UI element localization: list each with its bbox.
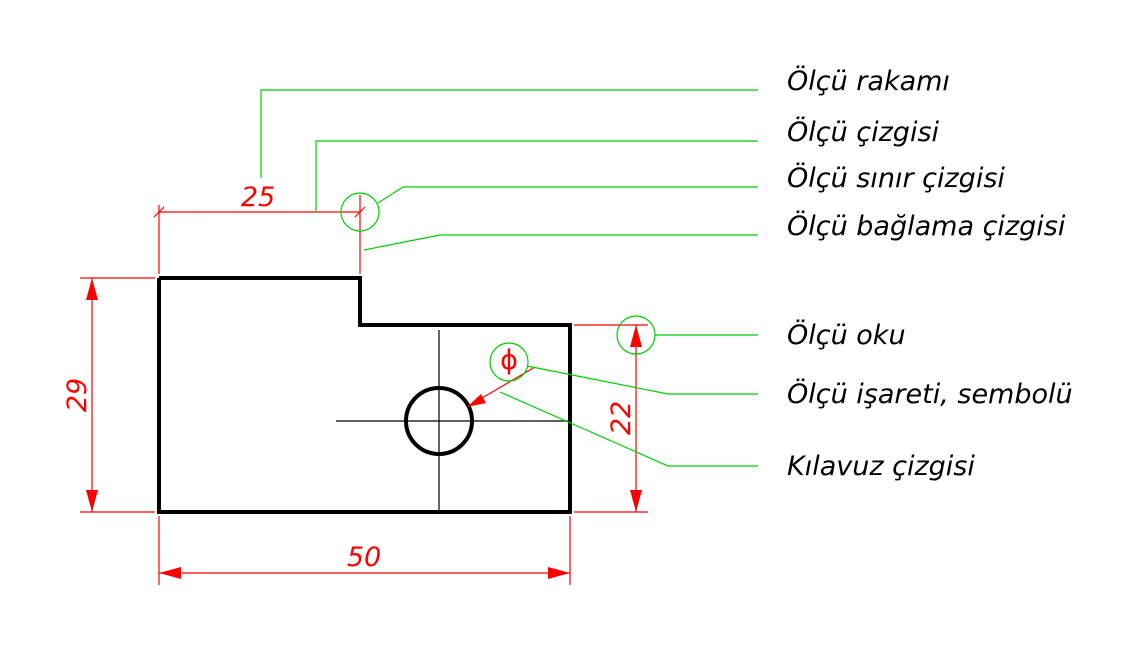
label-olcu-oku: Ölçü oku (787, 319, 906, 351)
label-olcu-isareti-sembolu: Ölçü işareti, sembolü (787, 378, 1073, 410)
dimension-value-29: 29 (62, 378, 93, 412)
tick-25-right (354, 206, 366, 218)
arrow-50-right (548, 567, 570, 579)
callout-line-kilavuz (499, 391, 758, 467)
label-olcu-baglama-cizgisi: Ölçü bağlama çizgisi (787, 210, 1066, 242)
dimension-value-22: 22 (606, 401, 637, 435)
label-kilavuz-cizgisi: Kılavuz çizgisi (787, 451, 975, 482)
highlight-circle-extension-end (340, 192, 380, 232)
tick-25-left (153, 206, 165, 218)
arrow-29-bottom (86, 490, 98, 512)
part-outline (157, 276, 572, 514)
dimension-value-50: 50 (347, 542, 381, 573)
arrow-29-top (86, 278, 98, 300)
callout-line-olcu-isareti (526, 365, 758, 395)
highlight-circle-symbol (489, 342, 529, 382)
label-olcu-rakami: Ölçü rakamı (787, 65, 950, 97)
label-olcu-cizgisi: Ölçü çizgisi (787, 116, 940, 148)
dimension-value-25: 25 (241, 182, 275, 213)
arrow-50-left (159, 567, 181, 579)
callout-line-olcu-cizgisi (315, 140, 758, 212)
callout-line-olcu-sinir-cizgisi (377, 186, 758, 204)
arrow-22-bottom (630, 490, 642, 512)
diameter-symbol: ϕ (500, 345, 518, 376)
callout-line-olcu-baglama-cizgisi (363, 234, 758, 251)
diameter-leader-arrow (467, 394, 486, 407)
label-olcu-sinir-cizgisi: Ölçü sınır çizgisi (787, 162, 1005, 194)
arrow-22-top (630, 325, 642, 347)
callout-line-olcu-rakami (260, 89, 758, 178)
